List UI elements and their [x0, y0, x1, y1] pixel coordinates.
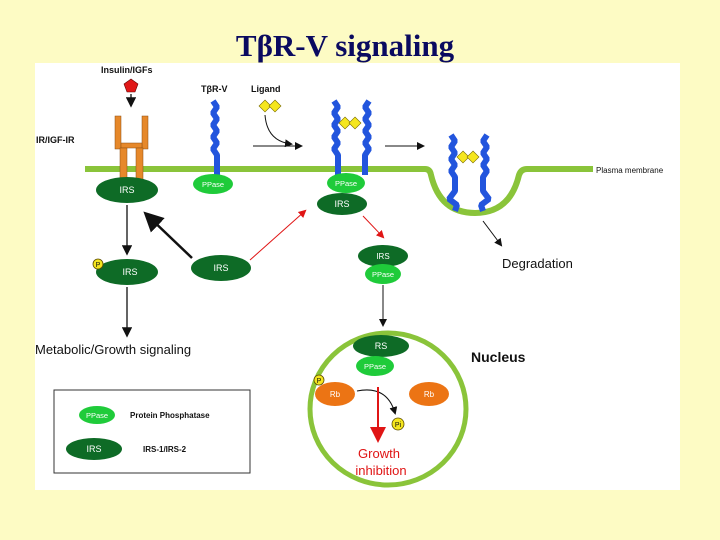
rs-ppase-nuclear: RS PPase [353, 335, 409, 376]
irs-cytoplasm: IRS [191, 255, 251, 281]
irs-recruit-arrow [249, 209, 307, 261]
legend-ppase-key: PPase [86, 411, 108, 420]
irs-cytoplasm-text: IRS [213, 263, 228, 273]
nucleus [307, 330, 469, 488]
irs-bound: IRS [317, 193, 367, 215]
metabolic-growth-label: Metabolic/Growth signaling [35, 342, 191, 357]
degradation-arrow [482, 220, 503, 247]
ligand-binding-arrow [264, 114, 293, 148]
phospho-rb: P Rb [313, 374, 355, 406]
nucleus-label: Nucleus [471, 349, 526, 365]
phospho-irs-text: IRS [122, 267, 137, 277]
ppase-membrane: PPase [193, 174, 233, 194]
insulin-pentagon-icon [123, 78, 139, 93]
complex-irs-text: IRS [376, 252, 389, 261]
slide-title: TβR-V signaling [235, 28, 455, 63]
plasma-membrane-label: Plasma membrane [596, 166, 664, 175]
complex-translocation-arrow [362, 215, 385, 239]
irs-return-arrow [143, 211, 193, 259]
plasma-membrane [85, 166, 593, 217]
ppase-bound-text: PPase [335, 179, 357, 188]
ppase-membrane-text: PPase [202, 180, 224, 189]
bound-ligand-icon [338, 116, 362, 130]
inhibition-label: inhibition [355, 463, 406, 478]
tbr-v-label: TβR-V [201, 84, 228, 94]
ir-igf-ir-label: IR/IGF-IR [36, 135, 75, 145]
tbr-v-receptor-internalizing [446, 133, 492, 212]
tbr-v-receptor-unbound [210, 99, 220, 175]
legend-ppase-desc: Protein Phosphatase [130, 411, 210, 420]
legend-box [53, 389, 251, 474]
phospho-rb-text: Rb [330, 390, 341, 399]
degradation-label: Degradation [502, 256, 573, 271]
internalized-ligand-icon [456, 150, 480, 164]
complex-ppase-text: PPase [372, 270, 394, 279]
signaling-diagram: Plasma membrane Insulin/IGFs IR/IGF-IR I… [35, 65, 664, 488]
legend-irs: IRS IRS-1/IRS-2 [66, 438, 187, 460]
phospho-irs: P IRS [92, 258, 158, 285]
growth-label: Growth [358, 446, 400, 461]
rb: Rb [409, 382, 449, 406]
rb-text: Rb [424, 390, 435, 399]
legend-irs-key: IRS [86, 444, 101, 454]
irs-membrane-text: IRS [119, 185, 134, 195]
ligand-diamond-icon [258, 99, 282, 113]
irs-ppase-complex: IRS PPase [358, 245, 408, 284]
phospho-p-text: P [96, 262, 101, 269]
diagram-panel: Plasma membrane Insulin/IGFs IR/IGF-IR I… [35, 63, 680, 490]
ppase-bound: PPase [327, 173, 365, 193]
irs-bound-text: IRS [334, 199, 349, 209]
tbr-v-receptor-bound [331, 99, 372, 175]
nuclear-rs-text: RS [375, 341, 388, 351]
nuclear-ppase-text: PPase [364, 362, 386, 371]
legend-ppase: PPase Protein Phosphatase [79, 406, 210, 424]
rb-p-text: P [317, 378, 322, 385]
ligand-label: Ligand [251, 84, 281, 94]
irs-membrane: IRS [96, 177, 158, 203]
pi-text: Pi [395, 422, 402, 429]
insulin-igfs-label: Insulin/IGFs [101, 65, 153, 75]
dephosphorylation-arrow [356, 389, 398, 415]
legend-irs-desc: IRS-1/IRS-2 [143, 445, 187, 454]
pi-released: Pi [391, 417, 405, 431]
